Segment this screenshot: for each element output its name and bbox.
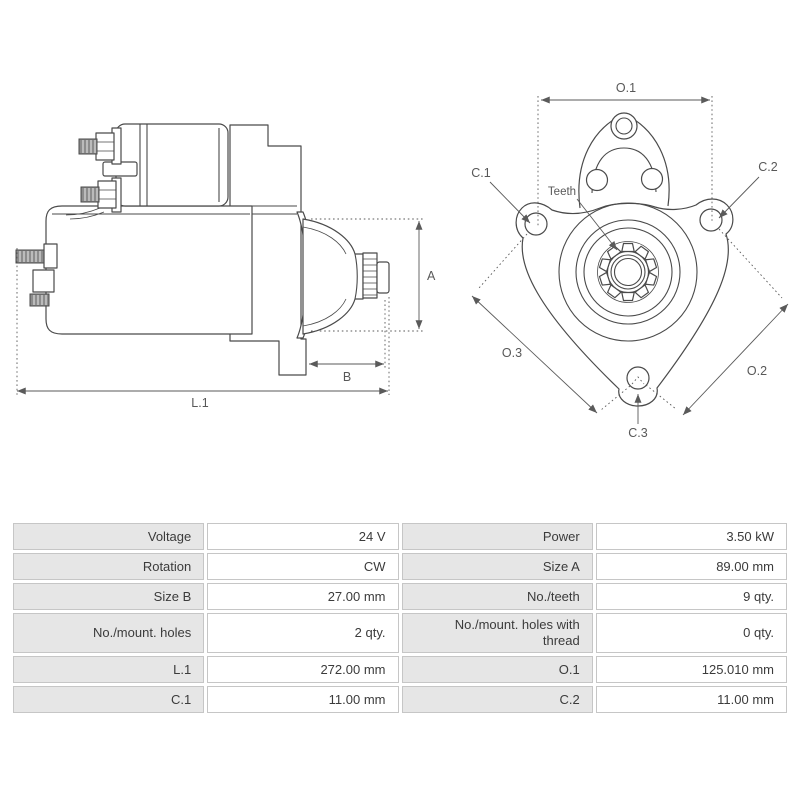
leader-c1	[489, 181, 531, 224]
terminal-wire	[65, 207, 105, 220]
spec-label-cell: C.1	[13, 686, 205, 713]
dim-label-c1: C.1	[471, 166, 491, 180]
spec-label-cell: Size B	[13, 583, 205, 610]
spec-label-cell: Rotation	[13, 553, 205, 580]
rear-block	[32, 269, 55, 293]
spec-label-cell: O.1	[401, 656, 593, 683]
dim-label-a: A	[427, 269, 436, 283]
boss-circle-outer	[558, 202, 698, 342]
leader-c2	[718, 176, 760, 219]
spec-label-cell: No./mount. holes	[13, 613, 205, 653]
dim-label-c2: C.2	[758, 160, 778, 174]
dim-label-o2: O.2	[747, 364, 767, 378]
teeth-label: Teeth	[548, 186, 576, 198]
motor-body	[45, 205, 253, 335]
spec-value-cell: 125.010 mm	[595, 656, 787, 683]
arch-boss-left	[585, 168, 609, 192]
spec-value-cell: 9 qty.	[595, 583, 787, 610]
spec-label-cell: Voltage	[13, 523, 205, 550]
spec-label-cell: No./mount. holes with thread	[401, 613, 593, 653]
spec-value-cell: 89.00 mm	[595, 553, 787, 580]
spec-label-cell: No./teeth	[401, 583, 593, 610]
spec-value-cell: 11.00 mm	[207, 686, 399, 713]
pinion-gear	[362, 252, 378, 299]
leader-teeth	[576, 198, 618, 251]
table-row: Rotation CW Size A 89.00 mm	[13, 553, 787, 580]
table-row: Size B 27.00 mm No./teeth 9 qty.	[13, 583, 787, 610]
table-row: C.1 11.00 mm C.2 11.00 mm	[13, 686, 787, 713]
table-row: L.1 272.00 mm O.1 125.010 mm	[13, 656, 787, 683]
table-row: Voltage 24 V Power 3.50 kW	[13, 523, 787, 550]
dim-line-o3	[471, 295, 598, 414]
gear-teeth	[598, 242, 658, 302]
spec-label-cell: Size A	[401, 553, 593, 580]
dim-label-o1: O.1	[616, 81, 636, 95]
dim-label-b: B	[343, 370, 351, 384]
spec-value-cell: 27.00 mm	[207, 583, 399, 610]
dim-label-c3: C.3	[628, 426, 648, 440]
table-row: No./mount. holes 2 qty. No./mount. holes…	[13, 613, 787, 653]
front-view-drawing: O.1 C.1 C.2 Teeth C.3 O.3 O.2	[471, 81, 789, 440]
spec-value-cell: 2 qty.	[207, 613, 399, 653]
spec-value-cell: 3.50 kW	[595, 523, 787, 550]
pinion-end-cap	[376, 261, 390, 294]
spec-value-cell: CW	[207, 553, 399, 580]
spec-value-cell: 24 V	[207, 523, 399, 550]
spec-label-cell: L.1	[13, 656, 205, 683]
dim-label-o3: O.3	[502, 346, 522, 360]
spec-label-cell: Power	[401, 523, 593, 550]
spec-value-cell: 0 qty.	[595, 613, 787, 653]
spec-table: Voltage 24 V Power 3.50 kW Rotation CW S…	[10, 520, 790, 716]
flange-hole-c3	[626, 366, 650, 390]
spec-label-cell: C.2	[401, 686, 593, 713]
dim-label-l1: L.1	[191, 396, 208, 410]
terminal-stud-upper	[78, 138, 98, 155]
technical-drawing: A B L.1	[15, 81, 789, 440]
drive-end-housing	[302, 218, 364, 335]
arch-boss-right	[640, 167, 664, 191]
side-view-drawing: A B L.1	[15, 123, 436, 410]
spec-value-cell: 11.00 mm	[595, 686, 787, 713]
spec-value-cell: 272.00 mm	[207, 656, 399, 683]
shaft-hole	[613, 257, 643, 287]
dim-line-o2	[682, 303, 789, 416]
rear-stud-upper	[15, 249, 45, 264]
rear-stud-lower	[29, 293, 50, 307]
arch-top-hole	[610, 112, 638, 140]
terminal-nut-lower	[97, 180, 117, 209]
terminal-nut-upper	[95, 132, 115, 161]
terminal-stud-lower	[80, 186, 100, 203]
flange-hole-c1	[524, 212, 548, 236]
flange-hole-c2	[699, 208, 723, 232]
